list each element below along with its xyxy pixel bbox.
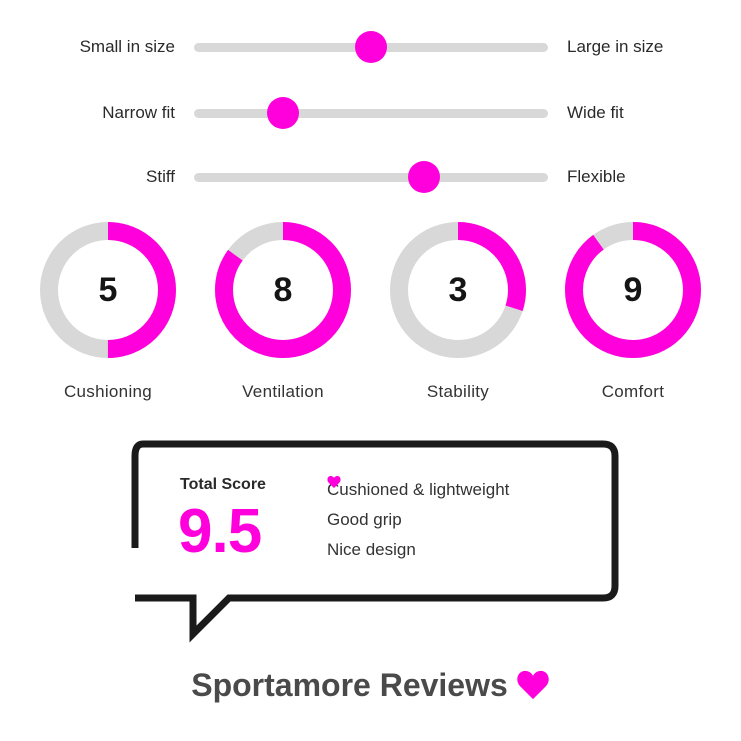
speech-bubble-outline <box>131 440 619 643</box>
slider-flexibility-thumb <box>408 161 441 193</box>
list-item: Good grip <box>327 476 509 535</box>
slider-size-left-label: Small in size <box>79 37 175 56</box>
slider-fit: Narrow fit Wide fit <box>0 93 741 133</box>
slider-flexibility: Stiff Flexible <box>0 157 741 197</box>
pro-text: Cushioned & lightweight <box>327 480 510 499</box>
slider-flexibility-track <box>194 161 548 193</box>
pro-text: Good grip <box>327 510 402 529</box>
rating-label-comfort: Comfort <box>601 382 665 401</box>
ring-graphic <box>215 222 351 358</box>
ring-graphic <box>565 222 701 358</box>
brand-name: Sportamore Reviews <box>191 667 508 703</box>
ring-progress <box>390 222 526 358</box>
list-item: Cushioned & lightweight <box>327 475 509 505</box>
rating-value-ventilation: 8 <box>273 271 293 309</box>
ring-graphic <box>40 222 176 358</box>
heart-icon <box>327 476 341 488</box>
total-score-value: 9.5 <box>178 497 262 566</box>
ring-graphic <box>390 222 526 358</box>
slider-size-track <box>194 31 548 63</box>
slider-fit-track <box>194 97 548 129</box>
list-item: Nice design <box>327 476 509 565</box>
slider-flexibility-left-label: Stiff <box>146 167 175 186</box>
pros-list: Cushioned & lightweight Good grip Nice d… <box>327 475 509 565</box>
total-score-label: Total Score <box>180 476 266 493</box>
slider-size: Small in size Large in size <box>0 27 741 67</box>
rating-ring-comfort: 9 <box>565 222 701 358</box>
ring-progress <box>40 222 176 358</box>
brand-title: Sportamore Reviews <box>0 667 741 704</box>
rating-value-comfort: 9 <box>623 271 643 309</box>
slider-size-right-label: Large in size <box>567 37 664 56</box>
rating-ring-cushioning: 5 <box>40 222 176 358</box>
slider-fit-left-label: Narrow fit <box>102 103 175 122</box>
rating-value-cushioning: 5 <box>98 271 118 309</box>
ring-progress <box>565 222 701 358</box>
rating-label-ventilation: Ventilation <box>242 382 324 401</box>
slider-flexibility-right-label: Flexible <box>567 167 626 186</box>
slider-fit-right-label: Wide fit <box>567 103 624 122</box>
rating-label-stability: Stability <box>426 382 490 401</box>
rating-value-stability: 3 <box>448 271 468 309</box>
heart-icon <box>517 670 549 700</box>
rating-label-cushioning: Cushioning <box>63 382 153 401</box>
rating-ring-ventilation: 8 <box>215 222 351 358</box>
slider-size-thumb <box>355 31 387 63</box>
ring-progress <box>215 222 351 358</box>
pro-text: Nice design <box>327 540 416 559</box>
slider-fit-thumb <box>266 97 299 129</box>
rating-ring-stability: 3 <box>390 222 526 358</box>
score-box: Total Score 9.5 Cushioned & lightweight … <box>131 438 621 678</box>
